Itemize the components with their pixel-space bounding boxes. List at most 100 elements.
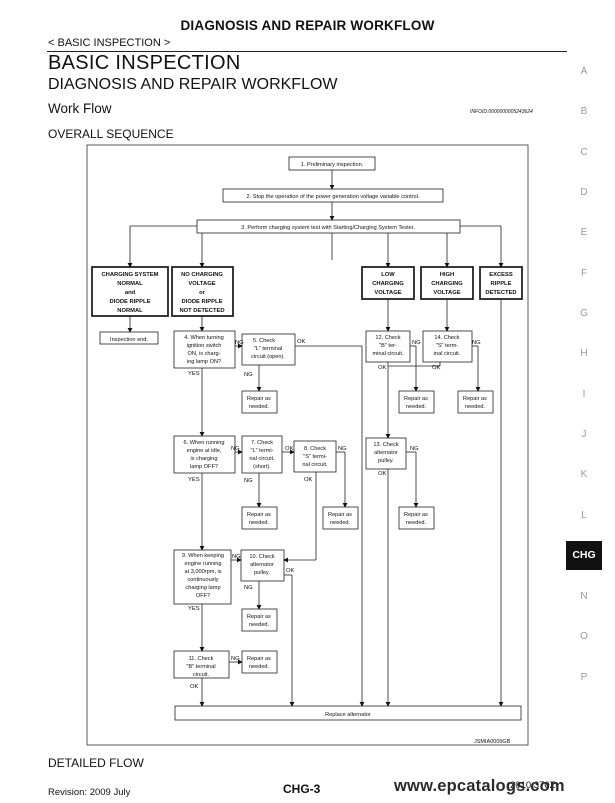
tab-j[interactable]: J (581, 429, 587, 440)
svg-text:"L" termi-: "L" termi- (251, 448, 274, 454)
info-id: INFOID:0000000005243624 (470, 109, 533, 115)
svg-text:CHARGING: CHARGING (372, 281, 404, 287)
tab-g[interactable]: G (580, 308, 588, 319)
figure-id: JSMIA0009GB (474, 739, 511, 745)
overall-sequence-heading: OVERALL SEQUENCE (48, 127, 174, 141)
section-title: BASIC INSPECTION (48, 52, 241, 74)
svg-text:needed.: needed. (406, 520, 427, 526)
page-number: CHG-3 (283, 782, 321, 796)
svg-text:pulley.: pulley. (378, 458, 394, 464)
step-14-line: 14. Check (434, 335, 459, 341)
repair-box-text: Repair as (247, 512, 271, 518)
svg-text:"B" ter-: "B" ter- (379, 343, 397, 349)
svg-text:nal circuit.: nal circuit. (249, 456, 275, 462)
tab-chg[interactable]: CHG (566, 541, 602, 570)
svg-text:DIODE RIPPLE: DIODE RIPPLE (182, 299, 223, 305)
tab-n[interactable]: N (580, 591, 588, 602)
svg-text:lamp OFF?: lamp OFF? (190, 464, 218, 470)
step-13-line: 13. Check (373, 442, 398, 448)
svg-text:inal circuit.: inal circuit. (434, 351, 461, 357)
category-low-line: LOW (381, 272, 395, 278)
svg-text:ing lamp ON?: ing lamp ON? (187, 359, 221, 365)
svg-text:DIODE RIPPLE: DIODE RIPPLE (110, 299, 151, 305)
tab-k[interactable]: K (580, 469, 588, 480)
svg-text:DETECTED: DETECTED (485, 290, 516, 296)
watermark: www.epcatalogs.com (394, 777, 565, 795)
tab-h[interactable]: H (580, 348, 588, 359)
svg-text:VOLTAGE: VOLTAGE (188, 281, 215, 287)
svg-text:charging lamp: charging lamp (185, 585, 220, 591)
tab-d[interactable]: D (580, 187, 588, 198)
svg-text:ON, is charg-: ON, is charg- (188, 351, 221, 357)
section-subtitle: DIAGNOSIS AND REPAIR WORKFLOW (48, 76, 338, 93)
svg-text:needed.: needed. (249, 520, 270, 526)
model-year: 2010 370Z (510, 780, 556, 791)
svg-text:and: and (125, 290, 136, 296)
step-8-line: 8. Check (304, 446, 326, 452)
svg-text:NG: NG (231, 656, 240, 662)
svg-text:minal circuit.: minal circuit. (372, 351, 404, 357)
svg-text:NG: NG (244, 372, 253, 378)
svg-text:OK: OK (378, 365, 387, 371)
tab-l[interactable]: L (581, 510, 587, 521)
svg-text:at 3,000rpm, is: at 3,000rpm, is (185, 569, 222, 575)
svg-text:engine at idle,: engine at idle, (187, 448, 222, 454)
svg-text:"B" terminal: "B" terminal (186, 664, 215, 670)
breadcrumb[interactable]: < BASIC INSPECTION > (48, 37, 171, 49)
tab-o[interactable]: O (580, 631, 588, 642)
header-divider (47, 51, 567, 52)
tab-f[interactable]: F (580, 268, 588, 279)
svg-text:nal circuit.: nal circuit. (302, 462, 328, 468)
repair-box-text: Repair as (404, 512, 428, 518)
svg-text:"L" terminal: "L" terminal (254, 346, 283, 352)
svg-text:"S" termi-: "S" termi- (303, 454, 327, 460)
repair-box-text: Repair as (247, 396, 271, 402)
repair-box-text: Repair as (328, 512, 352, 518)
svg-text:OK: OK (297, 339, 306, 345)
svg-text:NG: NG (338, 446, 347, 452)
svg-text:or: or (199, 290, 206, 296)
tab-e[interactable]: E (580, 227, 588, 238)
category-high-line: HIGH (440, 272, 455, 278)
tab-b[interactable]: B (580, 106, 588, 117)
inspection-end: Inspection end. (110, 337, 148, 343)
work-flow-heading: Work Flow (48, 101, 112, 116)
svg-text:ignition switch: ignition switch (187, 343, 222, 349)
svg-text:OK: OK (285, 446, 294, 452)
svg-text:CHARGING: CHARGING (431, 281, 463, 287)
svg-text:needed.: needed. (249, 404, 270, 410)
svg-text:NG: NG (232, 554, 241, 560)
step-7-line: 7. Check (251, 440, 273, 446)
svg-text:VOLTAGE: VOLTAGE (433, 290, 460, 296)
step-3-label: 3. Perform charging system test with Sta… (241, 225, 415, 231)
repair-box-text: Repair as (404, 396, 428, 402)
step-2-label: 2. Stop the operation of the power gener… (247, 194, 420, 200)
svg-text:needed.: needed. (406, 404, 427, 410)
svg-text:NG: NG (472, 340, 481, 346)
svg-text:needed.: needed. (249, 622, 270, 628)
step-9-line: 9. When keeping (182, 553, 224, 559)
svg-text:(short).: (short). (253, 464, 271, 470)
step-11-line: 11. Check (189, 656, 214, 662)
svg-text:continuously: continuously (187, 577, 218, 583)
svg-text:YES: YES (188, 606, 200, 612)
replace-alternator: Replace alternator (325, 712, 371, 718)
svg-text:circuit.: circuit. (193, 672, 210, 678)
repair-box-text: Repair as (247, 614, 271, 620)
category-no-charging-line: NO CHARGING (181, 272, 223, 278)
svg-text:is charging: is charging (190, 456, 217, 462)
svg-text:needed.: needed. (249, 664, 270, 670)
tab-i[interactable]: I (582, 389, 586, 400)
svg-text:NG: NG (244, 478, 253, 484)
tab-a[interactable]: A (580, 66, 588, 77)
svg-text:NG: NG (410, 446, 419, 452)
svg-text:pulley.: pulley. (254, 570, 270, 576)
tab-c[interactable]: C (580, 147, 588, 158)
tab-p[interactable]: P (580, 672, 588, 683)
repair-box-text: Repair as (463, 396, 487, 402)
svg-text:engine running: engine running (184, 561, 221, 567)
step-6-line: 6. When running (183, 440, 224, 446)
svg-text:YES: YES (188, 371, 200, 377)
svg-text:NORMAL: NORMAL (117, 281, 143, 287)
